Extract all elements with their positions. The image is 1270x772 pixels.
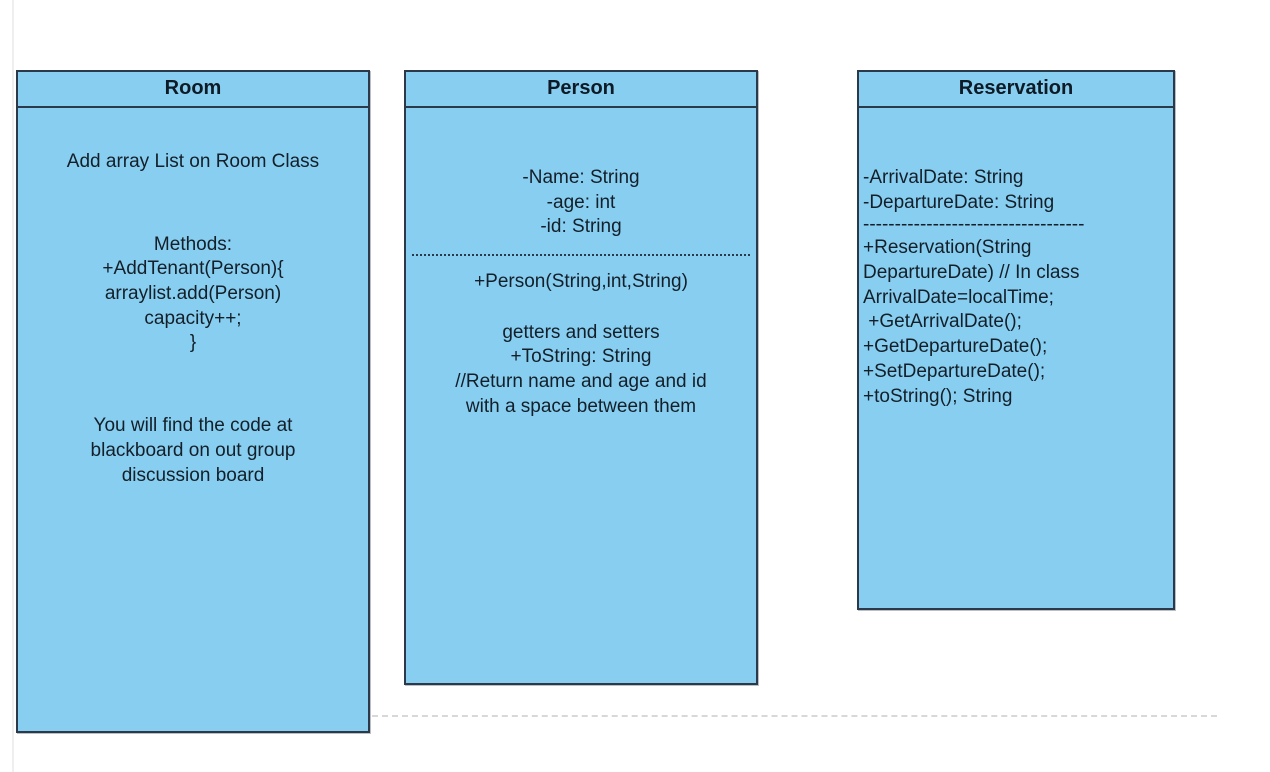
class-member-line: -DepartureDate: String xyxy=(863,191,1055,213)
class-member-line: Add array List on Room Class xyxy=(66,151,320,172)
class-member-line: //Return name and age and id xyxy=(455,371,707,393)
uml-class-person-title: Person xyxy=(406,72,756,108)
class-member-line: -ArrivalDate: String xyxy=(863,167,1024,188)
bottom-dashed-guide-line xyxy=(372,715,1217,717)
class-member-line: +AddTenant(Person){ xyxy=(102,258,284,280)
body-spacer xyxy=(18,108,368,150)
class-member-line: blackboard on out group xyxy=(90,439,296,461)
uml-class-person-body: -Name: String -age: int -id: String +Person… xyxy=(406,108,756,420)
class-member-line: -age: int xyxy=(546,191,616,213)
class-member-line: arraylist.add(Person) xyxy=(104,283,282,305)
compartment-separator-hyphens: ----------------------------------- xyxy=(863,215,1085,236)
class-member-line: getters and setters xyxy=(502,321,660,343)
class-member-line: +SetDepartureDate(); xyxy=(863,360,1046,382)
compartment-separator-dotted xyxy=(412,254,750,257)
class-member-line: ArrivalDate=localTime; xyxy=(863,286,1054,308)
class-member-line: discussion board xyxy=(121,464,265,486)
class-member-line: +GetDepartureDate(); xyxy=(863,336,1048,358)
class-member-line: -id: String xyxy=(540,216,622,238)
body-spacer xyxy=(406,240,756,254)
left-guide-line xyxy=(12,0,14,772)
uml-class-person[interactable]: Person -Name: String -age: int -id: String… xyxy=(404,70,758,685)
class-member-line: capacity++; xyxy=(144,307,242,329)
uml-class-reservation-body: -ArrivalDate: String -DepartureDate: Stri… xyxy=(859,108,1173,409)
class-member-line: You will find the code at xyxy=(93,415,293,437)
class-member-line: +ToString: String xyxy=(510,346,652,368)
uml-class-reservation[interactable]: Reservation -ArrivalDate: String -Departu… xyxy=(857,70,1175,610)
body-spacer xyxy=(406,108,756,166)
class-member-line: +GetArrivalDate(); xyxy=(863,311,1022,333)
uml-class-reservation-title: Reservation xyxy=(859,72,1173,108)
class-member-line: +Person(String,int,String) xyxy=(474,271,688,293)
class-member-line: +toString(); String xyxy=(863,385,1013,407)
body-spacer xyxy=(18,175,368,233)
uml-class-room-title: Room xyxy=(18,72,368,108)
class-member-line: DepartureDate) // In class xyxy=(863,262,1080,284)
class-member-line: -Name: String xyxy=(522,167,640,188)
body-spacer xyxy=(863,108,1173,166)
class-member-line: +Reservation(String xyxy=(863,237,1032,259)
body-spacer xyxy=(406,295,756,321)
class-member-line: with a space between them xyxy=(465,395,697,417)
body-spacer xyxy=(18,356,368,414)
body-spacer xyxy=(406,256,756,270)
class-member-line: } xyxy=(189,332,197,354)
class-member-line: Methods: xyxy=(153,233,233,255)
